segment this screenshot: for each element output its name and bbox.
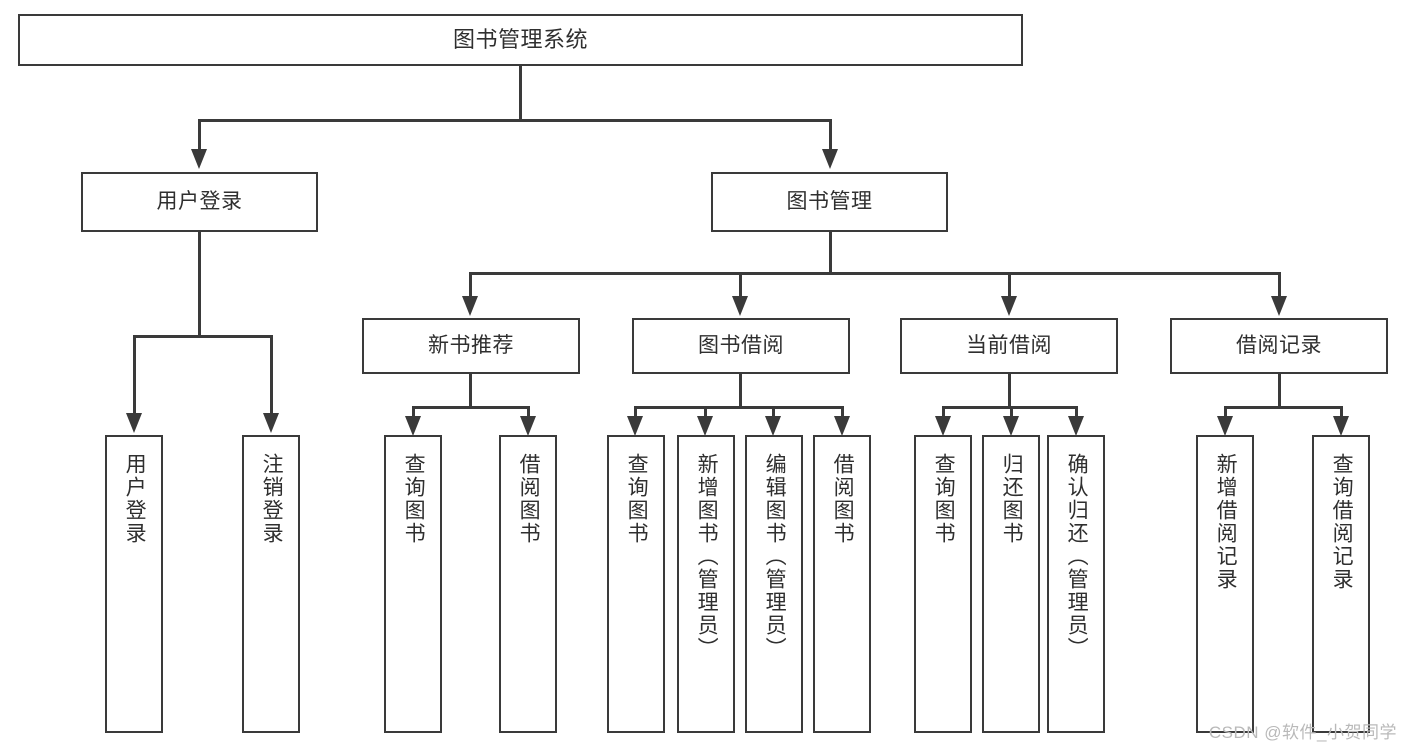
node-label: 当前借阅 (966, 333, 1052, 357)
connector-new-book-recommend-bus (412, 406, 529, 409)
connector-drop-leaf-borrow-book-2 (841, 406, 844, 418)
arrowhead-book-borrow (732, 296, 748, 316)
connector-current-borrow-stem (1008, 374, 1011, 408)
node-label: 归还图书 (1000, 453, 1024, 545)
connector-book-borrow-bus (634, 406, 843, 409)
arrowhead-leaf-borrow-book-1 (520, 416, 536, 436)
node-book-management[interactable]: 图书管理 (711, 172, 948, 232)
connector-drop-leaf-confirm-return (1075, 406, 1078, 418)
node-label: 图书借阅 (698, 333, 784, 357)
connector-drop-leaf-edit-book (772, 406, 775, 418)
node-label: 新书推荐 (428, 333, 514, 357)
node-leaf-user-login[interactable]: 用户登录 (105, 435, 163, 733)
arrowhead-leaf-add-book (697, 416, 713, 436)
node-label: 图书管理系统 (452, 27, 588, 53)
node-label: 注销登录 (260, 453, 284, 545)
connector-drop-leaf-query-book-2 (634, 406, 637, 418)
connector-drop-user-login (198, 119, 201, 149)
connector-drop-leaf-query-book-1 (412, 406, 415, 418)
connector-borrow-record-stem (1278, 374, 1281, 408)
connector-drop-leaf-query-record (1340, 406, 1343, 418)
node-new-book-recommend[interactable]: 新书推荐 (362, 318, 580, 374)
arrowhead-user-login (191, 149, 207, 169)
arrowhead-new-book-recommend (462, 296, 478, 316)
node-leaf-query-borrow-record[interactable]: 查询借阅记录 (1312, 435, 1370, 733)
node-leaf-logout-login[interactable]: 注销登录 (242, 435, 300, 733)
connector-borrow-record-bus (1224, 406, 1342, 409)
node-borrow-record[interactable]: 借阅记录 (1170, 318, 1388, 374)
node-label: 查询图书 (932, 453, 956, 545)
arrowhead-book-management (822, 149, 838, 169)
node-leaf-edit-book[interactable]: 编辑图书（管理员） (745, 435, 803, 733)
arrowhead-leaf-query-record (1333, 416, 1349, 436)
connector-drop-leaf-logout-login (270, 335, 273, 413)
node-leaf-query-book-borrow[interactable]: 查询图书 (607, 435, 665, 733)
arrowhead-leaf-add-record (1217, 416, 1233, 436)
node-label: 用户登录 (156, 189, 243, 213)
arrowhead-leaf-edit-book (765, 416, 781, 436)
node-label: 编辑图书（管理员） (763, 453, 787, 660)
node-label: 借阅图书 (831, 453, 855, 545)
node-leaf-confirm-return[interactable]: 确认归还（管理员） (1047, 435, 1105, 733)
arrowhead-leaf-query-book-1 (405, 416, 421, 436)
arrowhead-leaf-query-book-2 (627, 416, 643, 436)
node-leaf-borrow-book[interactable]: 借阅图书 (813, 435, 871, 733)
node-leaf-return-book[interactable]: 归还图书 (982, 435, 1040, 733)
arrowhead-leaf-logout-login (263, 413, 279, 433)
node-label: 借阅图书 (517, 453, 541, 545)
node-leaf-add-borrow-record[interactable]: 新增借阅记录 (1196, 435, 1254, 733)
connector-drop-book-borrow (739, 272, 742, 298)
connector-drop-current-borrow (1008, 272, 1011, 298)
connector-level2-bus (469, 272, 1281, 275)
node-user-login[interactable]: 用户登录 (81, 172, 318, 232)
connector-drop-leaf-borrow-book-1 (527, 406, 530, 418)
node-label: 借阅记录 (1236, 333, 1322, 357)
connector-drop-borrow-record (1278, 272, 1281, 298)
connector-user-login-bus (133, 335, 270, 338)
node-book-borrow[interactable]: 图书借阅 (632, 318, 850, 374)
node-leaf-query-book-new-recommend[interactable]: 查询图书 (384, 435, 442, 733)
node-label: 新增图书（管理员） (695, 453, 719, 660)
node-leaf-query-book-current[interactable]: 查询图书 (914, 435, 972, 733)
connector-drop-new-book-recommend (469, 272, 472, 298)
node-leaf-borrow-book-new-recommend[interactable]: 借阅图书 (499, 435, 557, 733)
node-current-borrow[interactable]: 当前借阅 (900, 318, 1118, 374)
node-label: 查询图书 (402, 453, 426, 545)
connector-drop-leaf-add-book (704, 406, 707, 418)
arrowhead-leaf-user-login (126, 413, 142, 433)
connector-root-stem (519, 66, 522, 120)
connector-user-login-stem (198, 232, 201, 337)
connector-drop-leaf-user-login (133, 335, 136, 413)
node-label: 图书管理 (786, 189, 873, 213)
arrowhead-current-borrow (1001, 296, 1017, 316)
node-label: 用户登录 (123, 453, 147, 545)
node-label: 查询借阅记录 (1330, 453, 1354, 591)
connector-book-management-stem (829, 232, 832, 274)
arrowhead-leaf-confirm-return (1068, 416, 1084, 436)
connector-book-borrow-stem (739, 374, 742, 408)
arrowhead-borrow-record (1271, 296, 1287, 316)
connector-current-borrow-bus (942, 406, 1077, 409)
arrowhead-leaf-return-book (1003, 416, 1019, 436)
node-label: 新增借阅记录 (1214, 453, 1238, 591)
connector-drop-leaf-return-book (1010, 406, 1013, 418)
node-label: 确认归还（管理员） (1065, 453, 1089, 660)
connector-level1-bus (198, 119, 831, 122)
node-root-system[interactable]: 图书管理系统 (18, 14, 1023, 66)
connector-drop-book-management (829, 119, 832, 149)
arrowhead-leaf-borrow-book-2 (834, 416, 850, 436)
node-leaf-add-book[interactable]: 新增图书（管理员） (677, 435, 735, 733)
node-label: 查询图书 (625, 453, 649, 545)
connector-new-book-recommend-stem (469, 374, 472, 408)
arrowhead-leaf-query-book-3 (935, 416, 951, 436)
connector-drop-leaf-add-record (1224, 406, 1227, 418)
connector-drop-leaf-query-book-3 (942, 406, 945, 418)
